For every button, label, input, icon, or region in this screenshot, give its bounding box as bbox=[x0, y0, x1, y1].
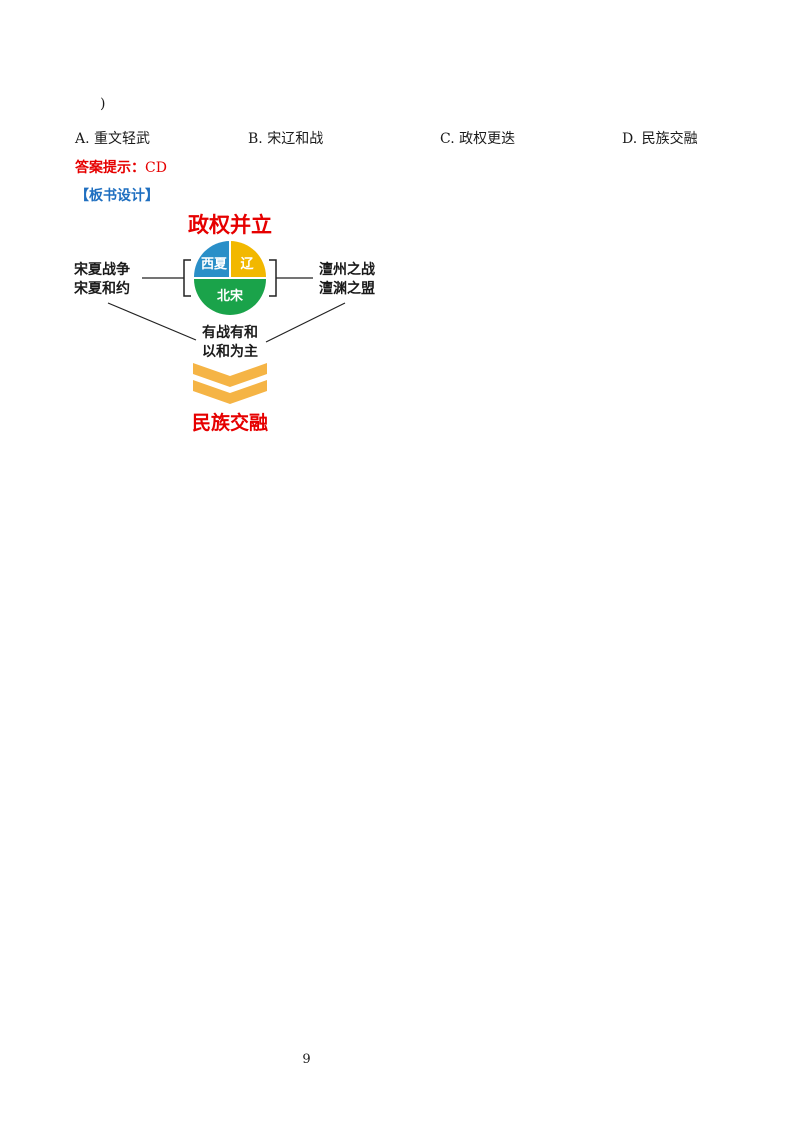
left-diagonal bbox=[107, 302, 197, 341]
diagram-title: 政权并立 bbox=[188, 213, 272, 237]
board-design-heading: 【板书设计】 bbox=[75, 188, 159, 204]
north-song-label: 北宋 bbox=[217, 288, 244, 304]
liao-segment bbox=[230, 241, 266, 277]
liao-label: 辽 bbox=[240, 257, 254, 272]
option-b: B. 宋辽和战 bbox=[248, 128, 323, 148]
option-d-letter: D. bbox=[622, 131, 638, 147]
regime-circle: 西夏 辽 北宋 bbox=[194, 241, 266, 315]
board-diagram: 政权并立 西夏 辽 北宋 宋夏战争 宋夏和约 澶州之战 澶渊之盟 有战有和 以和… bbox=[73, 213, 375, 434]
option-c-text: 政权更迭 bbox=[459, 131, 516, 147]
page-number: 9 bbox=[302, 1052, 311, 1067]
option-a-text: 重文轻武 bbox=[94, 131, 151, 147]
option-a-letter: A. bbox=[75, 131, 90, 147]
north-song-segment bbox=[194, 279, 266, 315]
closing-parenthesis: ) bbox=[100, 96, 106, 112]
left-line-2: 宋夏和约 bbox=[73, 280, 130, 297]
answer-hint: 答案提示：CD bbox=[75, 157, 167, 177]
west-xia-segment bbox=[194, 241, 230, 277]
option-d: D. 民族交融 bbox=[622, 128, 698, 148]
left-bracket bbox=[183, 259, 191, 297]
right-bracket bbox=[269, 259, 277, 297]
center-line-1: 有战有和 bbox=[202, 324, 258, 341]
west-xia-label: 西夏 bbox=[201, 257, 228, 272]
option-b-letter: B. bbox=[248, 131, 263, 147]
chevron-down-icon bbox=[193, 363, 267, 404]
answer-value: CD bbox=[145, 160, 167, 176]
option-a: A. 重文轻武 bbox=[75, 128, 150, 148]
option-c-letter: C. bbox=[440, 131, 455, 147]
diagram-conclusion: 民族交融 bbox=[192, 411, 268, 434]
center-line-2: 以和为主 bbox=[202, 343, 258, 360]
right-diagonal bbox=[265, 302, 346, 343]
right-line-1: 澶州之战 bbox=[319, 261, 375, 278]
answer-label: 答案提示： bbox=[75, 160, 145, 176]
option-b-text: 宋辽和战 bbox=[267, 131, 324, 147]
option-d-text: 民族交融 bbox=[641, 131, 698, 147]
option-c: C. 政权更迭 bbox=[440, 128, 515, 148]
right-line-2: 澶渊之盟 bbox=[319, 280, 375, 297]
left-line-1: 宋夏战争 bbox=[73, 261, 130, 278]
